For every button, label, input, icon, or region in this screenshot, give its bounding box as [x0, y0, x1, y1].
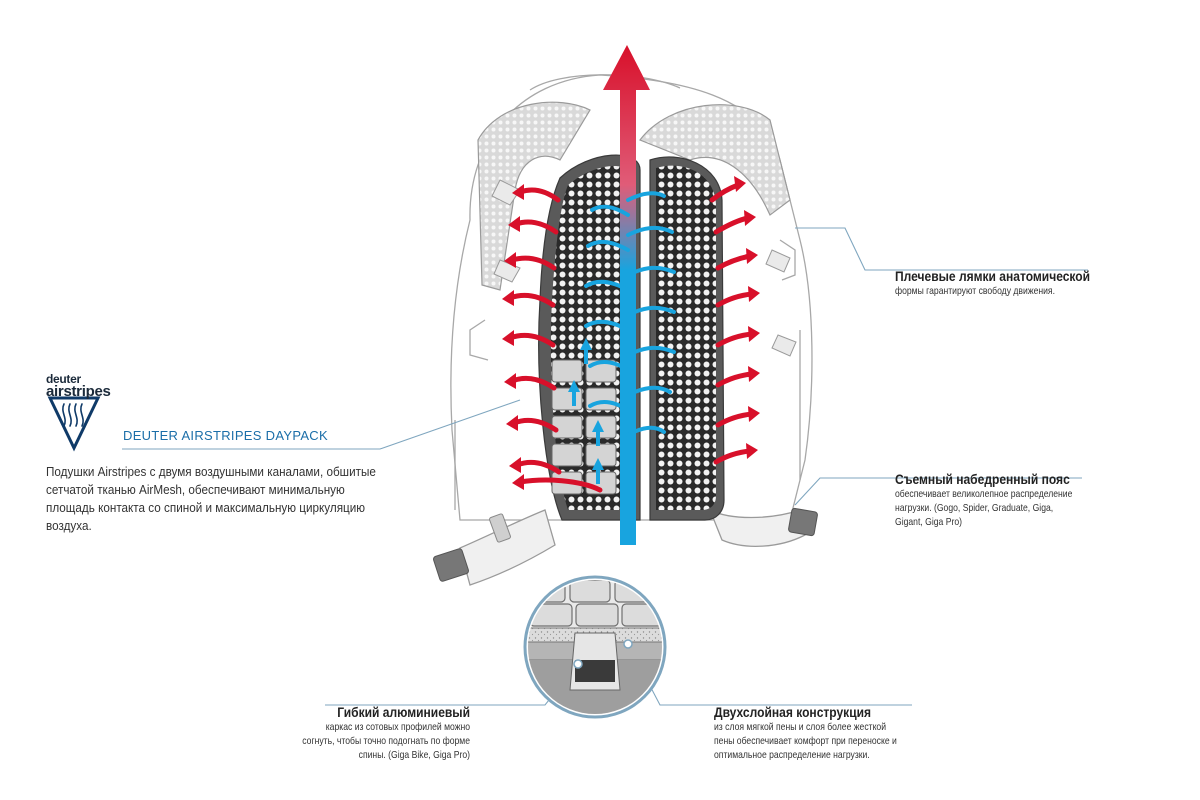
callout-hipbelt-body: обеспечивает великолепное распределение …: [895, 488, 1073, 528]
backpack-outline: [450, 74, 813, 521]
product-title: DEUTER AIRSTRIPES DAYPACK: [123, 428, 328, 443]
brand-system: airstripes: [46, 383, 111, 400]
shoulder-straps: [477, 101, 797, 357]
leader-line-layers: [627, 643, 912, 706]
callout-hipbelt: Съемный набедренный пояс обеспечивает ве…: [895, 471, 1125, 529]
callout-layers-body: из слоя мягкой пены и слоя более жесткой…: [714, 721, 897, 761]
central-air-channel: [603, 45, 650, 545]
callout-shoulder-title: Плечевые лямки анатомической: [895, 268, 1091, 284]
foam-layer-magnifier: [523, 575, 667, 719]
back-pad-left: [538, 154, 641, 521]
warm-air-arrowheads-left: [502, 184, 524, 490]
callout-shoulder-body: формы гарантируют свободу движения.: [895, 285, 1055, 297]
leader-line-hipbelt: [794, 477, 1082, 506]
warm-air-arrowheads-right: [734, 176, 760, 459]
cool-air-small-arrows: [568, 338, 604, 484]
callout-hipbelt-title: Съемный набедренный пояс: [895, 471, 1070, 487]
leader-line-product: [122, 399, 521, 450]
product-description: Подушки Airstripes с двумя воздушными ка…: [46, 464, 376, 533]
leader-line-shoulder: [795, 227, 1088, 271]
hip-belt: [432, 507, 818, 586]
callout-frame: Гибкий алюминиевый каркас из сотовых про…: [260, 704, 470, 762]
callout-frame-body: каркас из сотовых профилей можно согнуть…: [302, 721, 470, 761]
callout-shoulder: Плечевые лямки анатомической формы гаран…: [895, 268, 1125, 298]
back-pad-right: [649, 156, 725, 521]
callout-layers-title: Двухслойная конструкция: [714, 704, 872, 720]
callout-frame-title: Гибкий алюминиевый: [337, 704, 470, 720]
airflow-chevron-logo-icon: [47, 396, 101, 452]
cool-air-branches: [584, 191, 676, 437]
callout-layers: Двухслойная конструкция из слоя мягкой п…: [714, 704, 944, 762]
brand-name: deuter: [46, 372, 81, 386]
